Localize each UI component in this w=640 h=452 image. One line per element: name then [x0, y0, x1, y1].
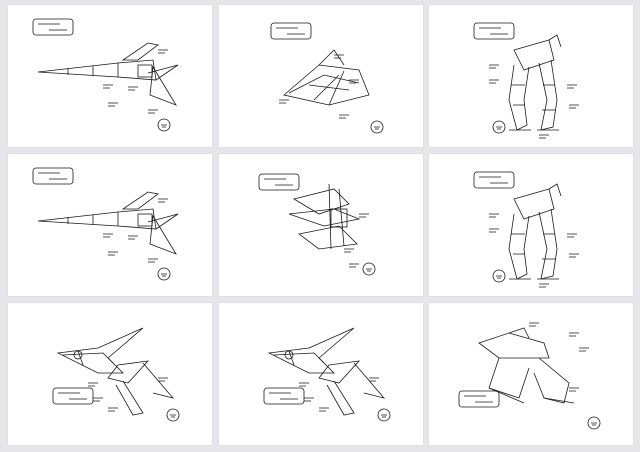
fighter-transform-icon [258, 173, 376, 276]
title-label-box [473, 171, 515, 189]
approval-stamp [362, 262, 376, 276]
fighter-landed-icon [458, 322, 601, 430]
sketch-sheet[interactable] [429, 5, 633, 147]
sketch-sheet[interactable] [8, 303, 212, 445]
title-label-box [32, 18, 74, 36]
sketch-sheet[interactable] [8, 5, 212, 147]
fighter-drawing [283, 49, 370, 106]
approval-stamp [492, 269, 506, 283]
fighter-drawing [267, 327, 386, 416]
approval-stamp [587, 416, 601, 430]
fighter-front-icon [270, 22, 384, 134]
fighter-top-icon [52, 327, 180, 422]
approval-stamp [370, 120, 384, 134]
approval-stamp [492, 120, 506, 134]
approval-stamp [157, 118, 171, 132]
approval-stamp [377, 408, 391, 422]
approval-stamp [157, 267, 171, 281]
fighter-drawing [288, 183, 361, 250]
fighter-drawing [37, 42, 179, 106]
sketch-sheet[interactable] [429, 154, 633, 296]
walker-drawing [508, 183, 562, 280]
title-label-box [32, 167, 74, 185]
sketch-sheet[interactable] [8, 154, 212, 296]
title-label-box [458, 390, 500, 408]
title-label-box [270, 22, 312, 40]
fighter-drawing [37, 191, 179, 255]
fighter-drawing [478, 327, 575, 404]
walker-drawing [508, 34, 562, 131]
title-label-box [473, 22, 515, 40]
sketch-sheet[interactable] [219, 303, 423, 445]
sketch-sheet[interactable] [219, 5, 423, 147]
title-label-box [52, 387, 94, 405]
sketch-sheet[interactable] [219, 154, 423, 296]
title-label-box [258, 173, 300, 191]
sketch-sheet[interactable] [429, 303, 633, 445]
fighter-drawing [56, 327, 175, 416]
walker-icon [473, 171, 579, 288]
title-label-box [263, 387, 305, 405]
walker-icon [473, 22, 579, 139]
approval-stamp [166, 408, 180, 422]
fighter-top-icon [263, 327, 391, 422]
fighter-side-icon [32, 18, 179, 132]
fighter-side-icon [32, 167, 179, 281]
